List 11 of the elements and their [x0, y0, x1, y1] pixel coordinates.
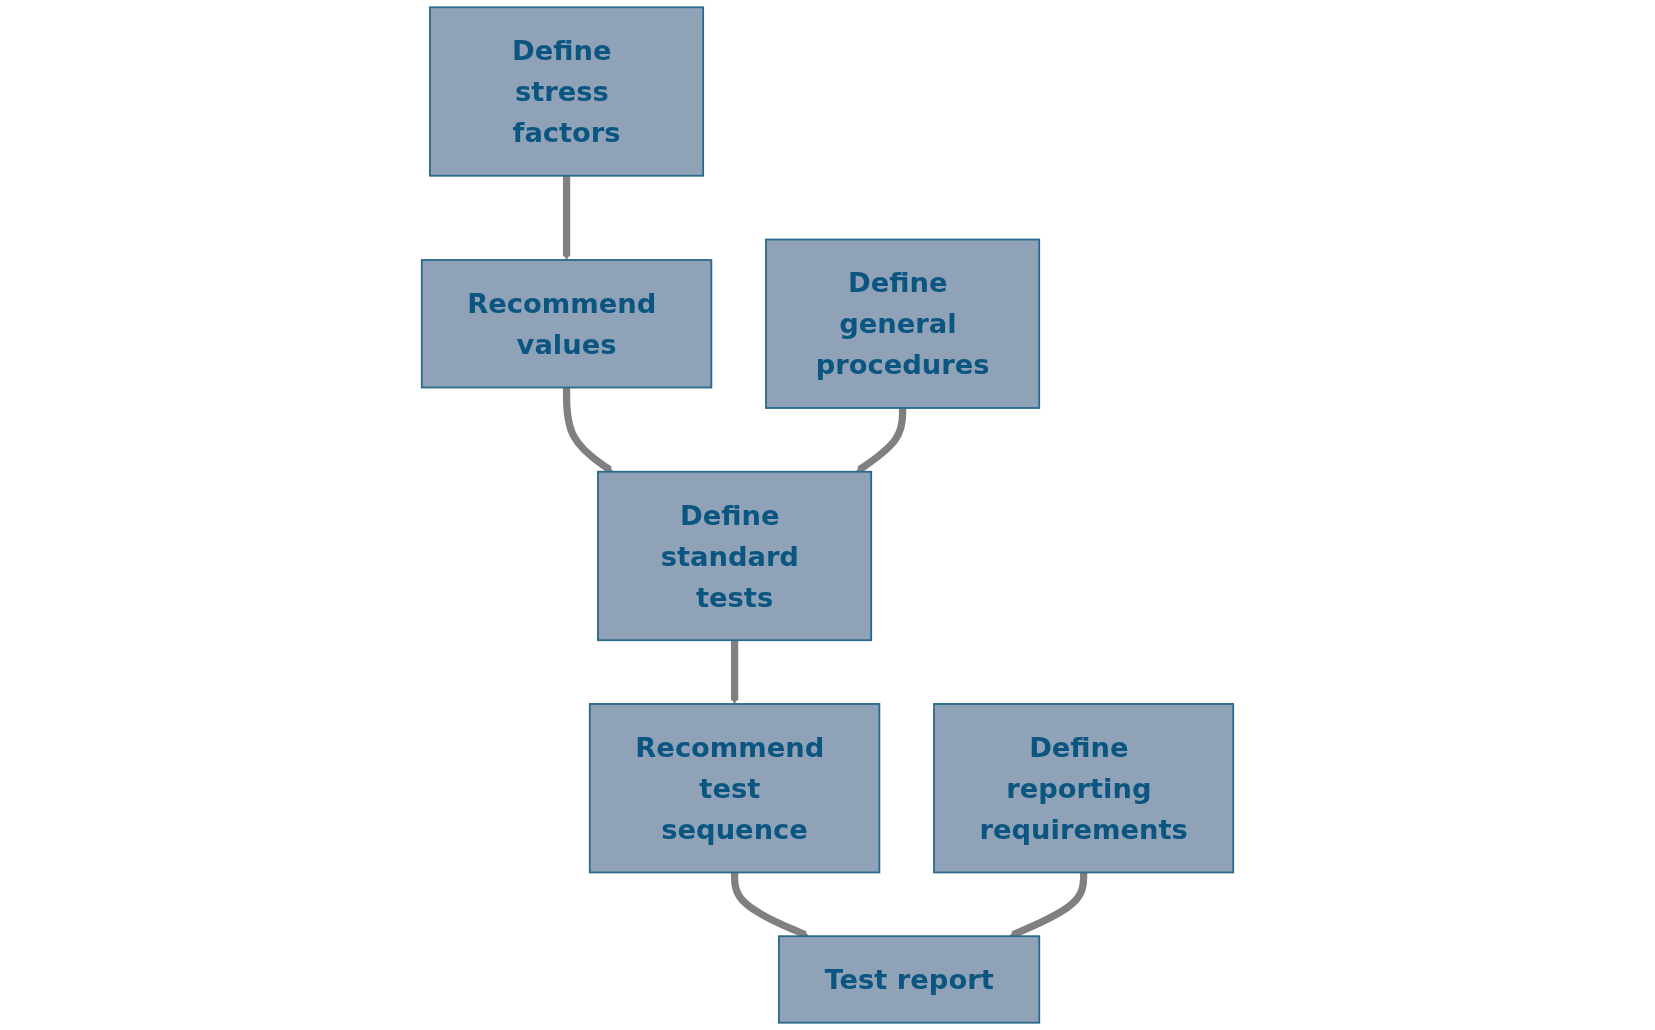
arrow [730, 640, 739, 705]
node-box: Define stress factors [429, 6, 705, 177]
node-box: Define reporting requirements [933, 703, 1235, 874]
arrow [562, 175, 571, 261]
arrow [562, 387, 614, 473]
node-box: Define general procedures [765, 238, 1041, 409]
arrow [856, 408, 907, 473]
node-box: Recommend test sequence [588, 703, 881, 874]
node-box: Recommend values [420, 259, 713, 389]
node-box: Define standard tests [597, 470, 873, 642]
node-box: Test report [778, 935, 1041, 1024]
